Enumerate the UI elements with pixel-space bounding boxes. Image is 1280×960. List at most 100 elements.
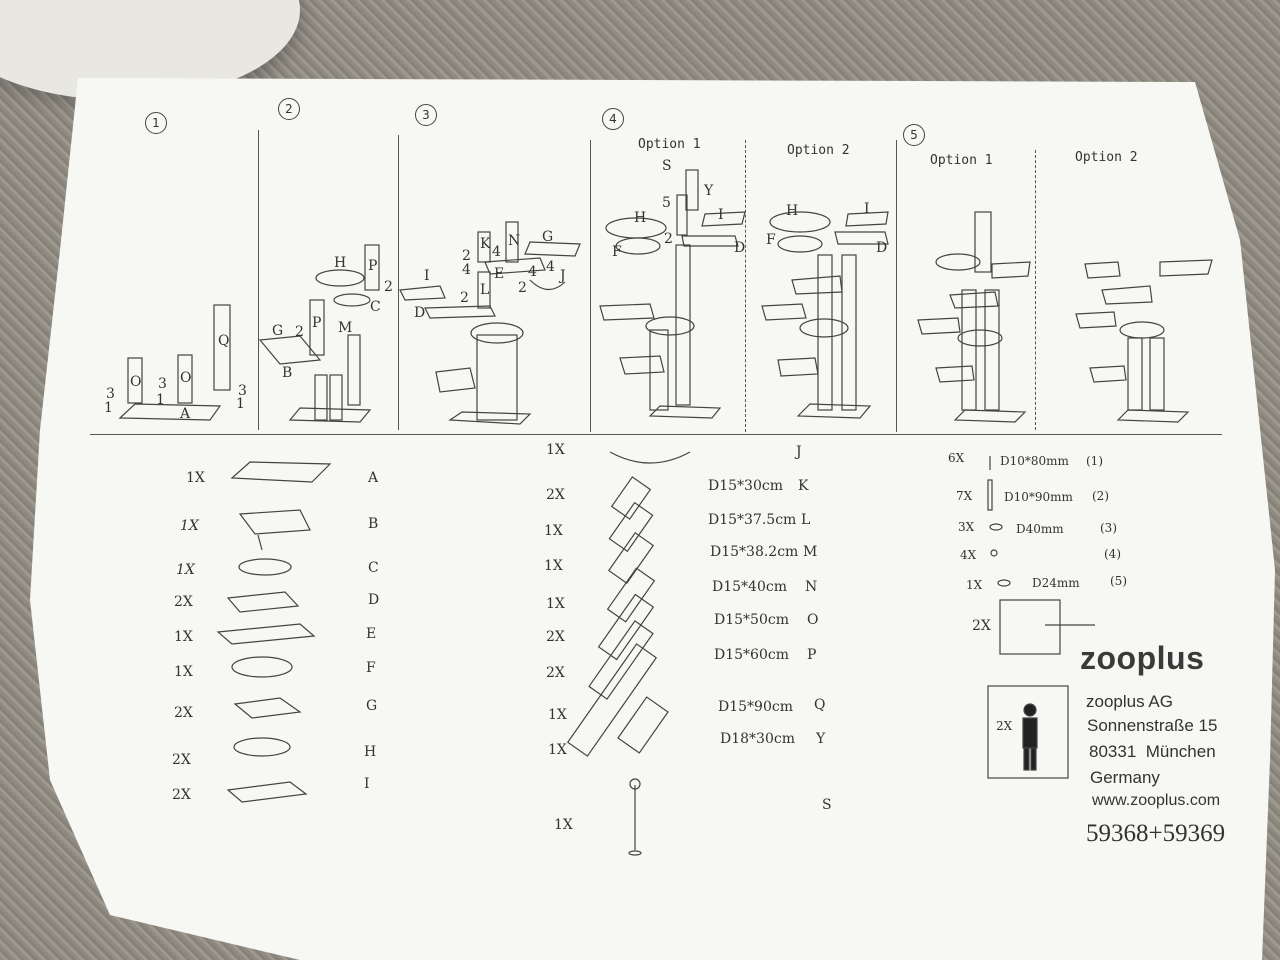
step4-option1-label: Option 1 — [638, 137, 701, 152]
zooplus-logo: zooplus — [1080, 640, 1205, 676]
part-b-qty: 1X — [180, 518, 199, 534]
divider-4-dashed — [745, 140, 746, 432]
part-q-dim: D15*90cm — [718, 699, 793, 715]
part-b-label: B — [368, 516, 379, 532]
persons-qty: 2X — [996, 719, 1013, 733]
hw-5-dim: D24mm — [1032, 576, 1080, 590]
s4-label-f: F — [612, 244, 622, 260]
part-y-dim: D18*30cm — [720, 731, 795, 747]
part-i-label: I — [364, 776, 370, 792]
part-n-dim: D15*40cm — [712, 579, 787, 595]
hw-2-qty: 7X — [956, 489, 973, 503]
part-q-qty: 1X — [548, 707, 567, 723]
s1-label-3c: 3 — [238, 383, 247, 399]
s4b-label-f: F — [766, 232, 776, 248]
part-j-label: J — [796, 444, 802, 460]
part-o-label: O — [807, 612, 819, 628]
part-f-qty: 1X — [174, 664, 193, 680]
part-y-label: Y — [816, 731, 826, 747]
divider-3 — [590, 140, 591, 432]
company-name: zooplus AG — [1086, 692, 1173, 711]
step5-option1-label: Option 1 — [930, 153, 993, 168]
s2-label-p2: P — [312, 315, 322, 331]
step5-option2-label: Option 2 — [1075, 150, 1138, 165]
part-m-dim: D15*38.2cm — [710, 544, 799, 560]
s1-label-q: Q — [218, 333, 230, 349]
hw-1-num: (1) — [1086, 454, 1103, 468]
s3-label-e: E — [494, 266, 505, 282]
part-l-dim: D15*37.5cm — [708, 512, 797, 528]
part-e-label: E — [366, 626, 377, 642]
part-q-label: Q — [814, 697, 826, 713]
s3-label-4b: 4 — [462, 262, 471, 278]
section-rule — [90, 434, 1222, 435]
s3-label-j: J — [560, 268, 566, 284]
step-3-marker: 3 — [415, 104, 437, 126]
s2-label-p1: P — [368, 258, 378, 274]
s4-label-d: D — [734, 240, 746, 256]
step-2-marker: 2 — [278, 98, 300, 120]
s3-label-4c: 4 — [528, 264, 537, 280]
hw-2-num: (2) — [1092, 489, 1109, 503]
step-1-marker: 1 — [145, 112, 167, 134]
part-y-qty: 1X — [548, 742, 567, 758]
s3-label-4a: 4 — [492, 244, 501, 260]
company-street: Sonnenstraße 15 — [1087, 716, 1218, 735]
part-j-qty: 1X — [546, 442, 565, 458]
part-c-qty: 1X — [176, 562, 195, 578]
s1-label-1a: 1 — [104, 400, 113, 416]
part-s-qty: 1X — [554, 817, 573, 833]
s2-label-h: H — [334, 255, 347, 271]
divider-1 — [258, 130, 259, 430]
step4-option2-label: Option 2 — [787, 143, 850, 158]
company-website: www.zooplus.com — [1092, 792, 1221, 809]
s3-label-k: K — [480, 236, 491, 252]
hw-1-dim: D10*80mm — [1000, 454, 1069, 468]
s4-label-i: I — [718, 207, 724, 223]
s2-label-c: C — [370, 299, 381, 315]
s1-label-3a: 3 — [106, 386, 115, 402]
part-i-qty: 2X — [172, 787, 191, 803]
part-e-qty: 1X — [174, 629, 193, 645]
s4-label-2: 2 — [664, 231, 673, 247]
s3-label-4d: 4 — [546, 259, 555, 275]
hw-5-qty: 1X — [966, 578, 983, 592]
hw-4-qty: 4X — [960, 548, 977, 562]
s3-label-i: I — [424, 268, 430, 284]
step-5-marker: 5 — [903, 124, 925, 146]
part-k-qty: 2X — [546, 487, 565, 503]
part-p-qty: 2X — [546, 665, 565, 681]
hw-5-num: (5) — [1110, 574, 1127, 588]
step-4-marker: 4 — [602, 108, 624, 130]
s4b-label-d: D — [876, 240, 888, 256]
hw-2-dim: D10*90mm — [1004, 490, 1073, 504]
divider-5 — [896, 140, 897, 432]
divider-6-dashed — [1035, 150, 1036, 430]
s1-label-o1: O — [130, 374, 142, 390]
part-m-label: M — [803, 544, 818, 560]
part-k-dim: D15*30cm — [708, 478, 783, 494]
s1-label-3b: 3 — [158, 376, 167, 392]
part-h-label: H — [364, 744, 377, 760]
part-d-qty: 2X — [174, 594, 193, 610]
s4-label-y: Y — [704, 183, 714, 199]
part-o-dim: D15*50cm — [714, 612, 789, 628]
s1-label-a: A — [180, 406, 191, 422]
s2-label-g: G — [272, 323, 284, 339]
s2-label-2b: 2 — [295, 324, 304, 340]
s3-label-l: L — [480, 282, 490, 298]
s3-label-n: N — [508, 233, 521, 249]
part-g-qty: 2X — [174, 705, 193, 721]
hw-3-dim: D40mm — [1016, 522, 1064, 536]
company-country: Germany — [1090, 768, 1160, 787]
s3-label-d: D — [414, 305, 426, 321]
s3-label-2b: 2 — [460, 290, 469, 306]
hw-1-qty: 6X — [948, 451, 965, 465]
part-s-label: S — [822, 797, 832, 813]
s4b-label-i: I — [864, 201, 870, 217]
s3-label-2a: 2 — [462, 248, 471, 264]
part-p-label: P — [807, 647, 817, 663]
s1-label-o2: O — [180, 370, 192, 386]
divider-2 — [398, 135, 399, 430]
